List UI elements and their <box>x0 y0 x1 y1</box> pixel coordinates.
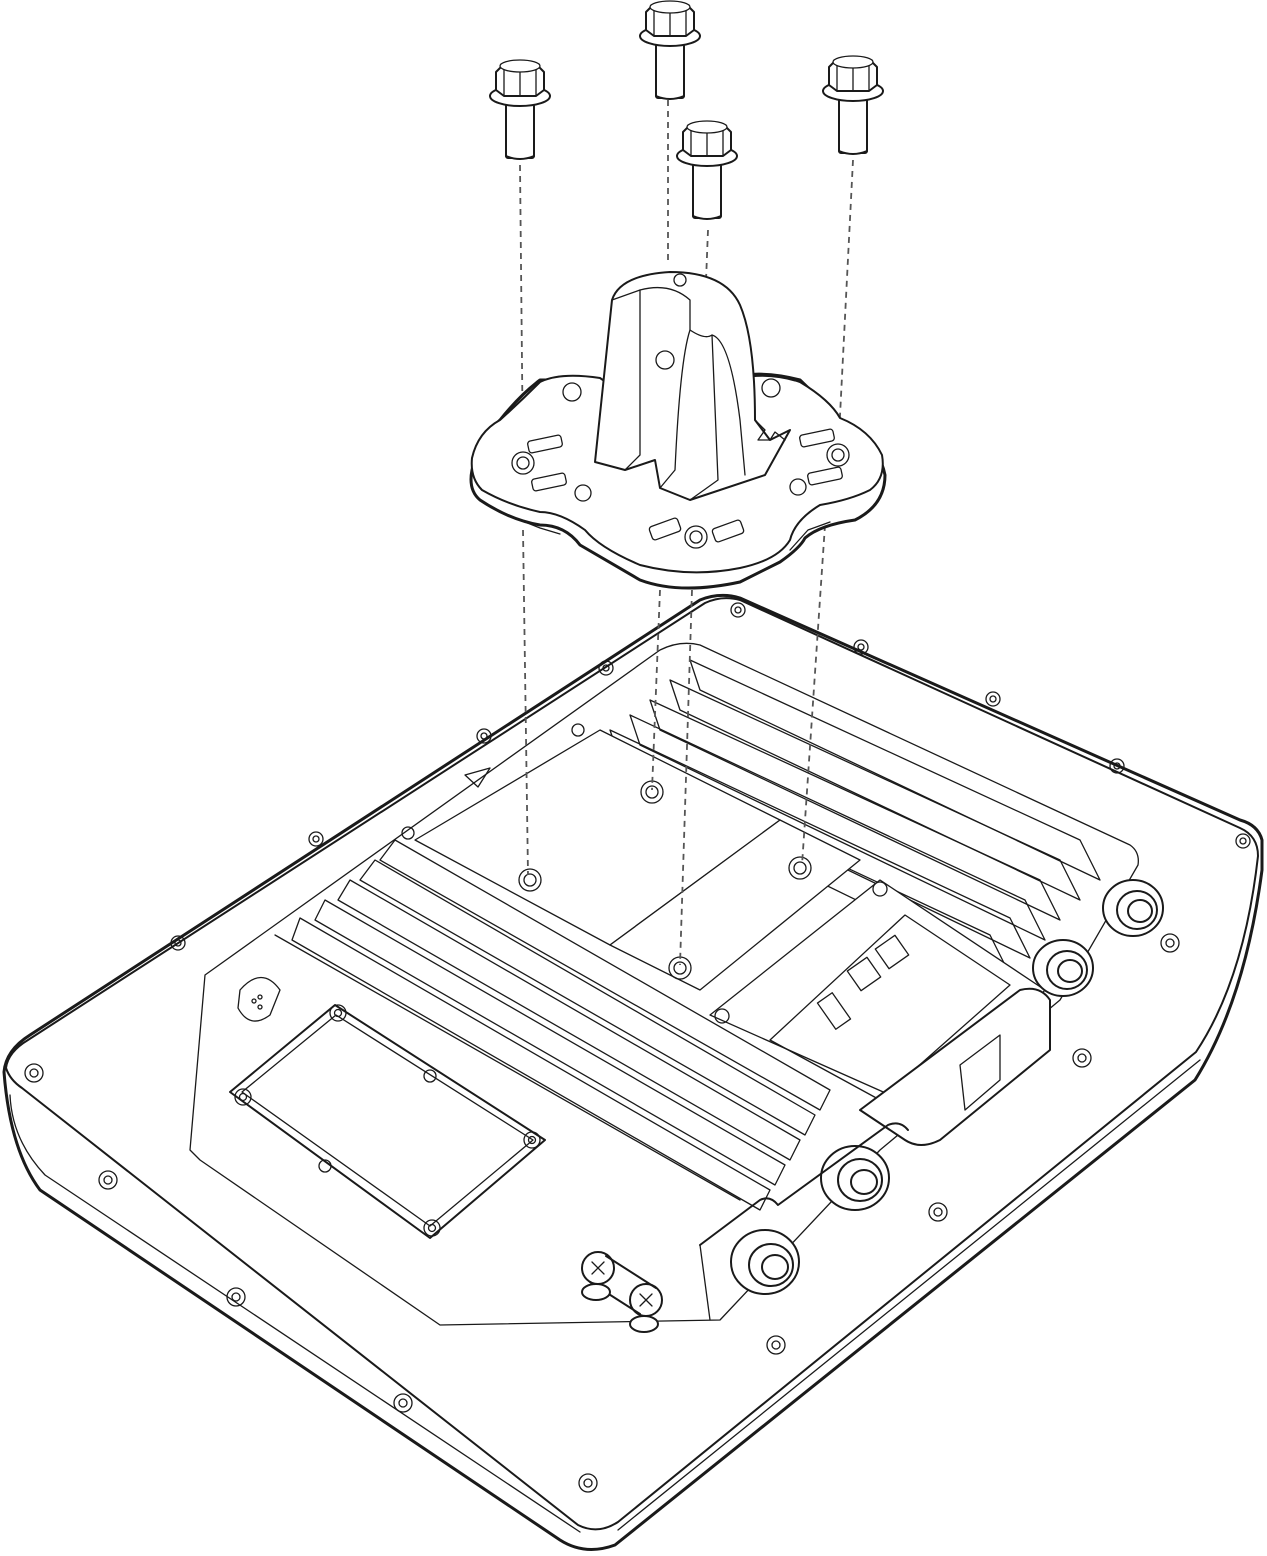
ground-lug-icon <box>581 1251 663 1333</box>
bolt-2 <box>639 0 701 100</box>
hex-flange-bolt-icon <box>489 0 884 220</box>
orientation-arrow-icon <box>464 767 491 788</box>
access-point-housing <box>2 593 1264 1551</box>
housing-top-face <box>5 597 1259 1531</box>
antenna-connector-1 <box>1102 879 1164 937</box>
connector-ridge <box>699 1122 909 1246</box>
bracket-pole-saddle <box>594 271 791 501</box>
bracket-holes <box>511 378 850 549</box>
bolt-4 <box>676 120 738 220</box>
heatsink-fins-lower <box>274 839 831 1211</box>
antenna-connector-2 <box>1032 939 1094 997</box>
bolt-1 <box>489 59 551 160</box>
device-mount-holes <box>401 723 812 980</box>
antenna-connector-3 <box>820 1145 890 1211</box>
antenna-connector-4 <box>730 1229 800 1295</box>
access-cover-plate <box>229 1004 546 1239</box>
ethernet-port-icon <box>816 934 910 1030</box>
antenna-connector-icon <box>730 879 1164 1295</box>
bolt-3 <box>822 55 884 155</box>
housing-edge-line <box>9 1094 581 1533</box>
perimeter-screws <box>24 602 1251 1493</box>
pole-mount-bracket <box>469 271 887 590</box>
side-rail <box>859 987 1051 1146</box>
status-led-icon <box>237 976 281 1022</box>
